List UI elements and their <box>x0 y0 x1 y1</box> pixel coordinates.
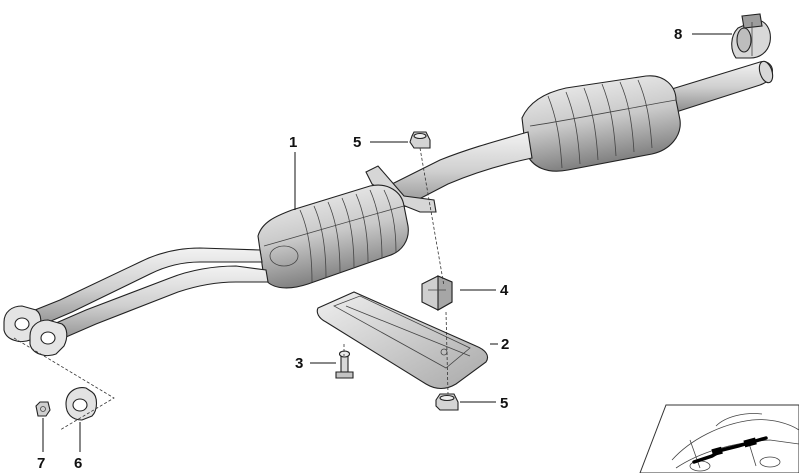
pipe-clamp <box>731 13 771 59</box>
callout-4: 4 <box>500 282 509 299</box>
callout-3: 3 <box>295 355 303 372</box>
heat-shield <box>316 291 489 390</box>
callout-8: 8 <box>674 26 682 43</box>
bolt <box>335 350 354 379</box>
callout-5-lower: 5 <box>500 395 508 412</box>
exhaust-assembly <box>3 60 774 357</box>
front-flange-lower <box>29 319 68 357</box>
nut-lower <box>435 393 459 411</box>
callout-labels: 1 2 3 4 5 5 6 7 8 <box>37 26 682 472</box>
vehicle-locator-thumbnail <box>639 404 799 473</box>
rear-silencer <box>521 75 681 172</box>
callout-7: 7 <box>37 455 45 472</box>
callout-1: 1 <box>289 134 297 151</box>
assembly-guide-lines <box>13 147 449 431</box>
callout-2: 2 <box>501 336 509 353</box>
callout-5-upper: 5 <box>353 134 361 151</box>
center-pipe <box>383 131 533 211</box>
small-nut <box>35 401 51 417</box>
tailpipe <box>661 61 773 113</box>
nut-upper <box>409 131 431 149</box>
leader-lines <box>42 33 732 452</box>
callout-6: 6 <box>74 455 82 472</box>
front-muffler <box>257 184 409 289</box>
gasket <box>65 387 98 421</box>
rubber-mount <box>421 275 453 311</box>
